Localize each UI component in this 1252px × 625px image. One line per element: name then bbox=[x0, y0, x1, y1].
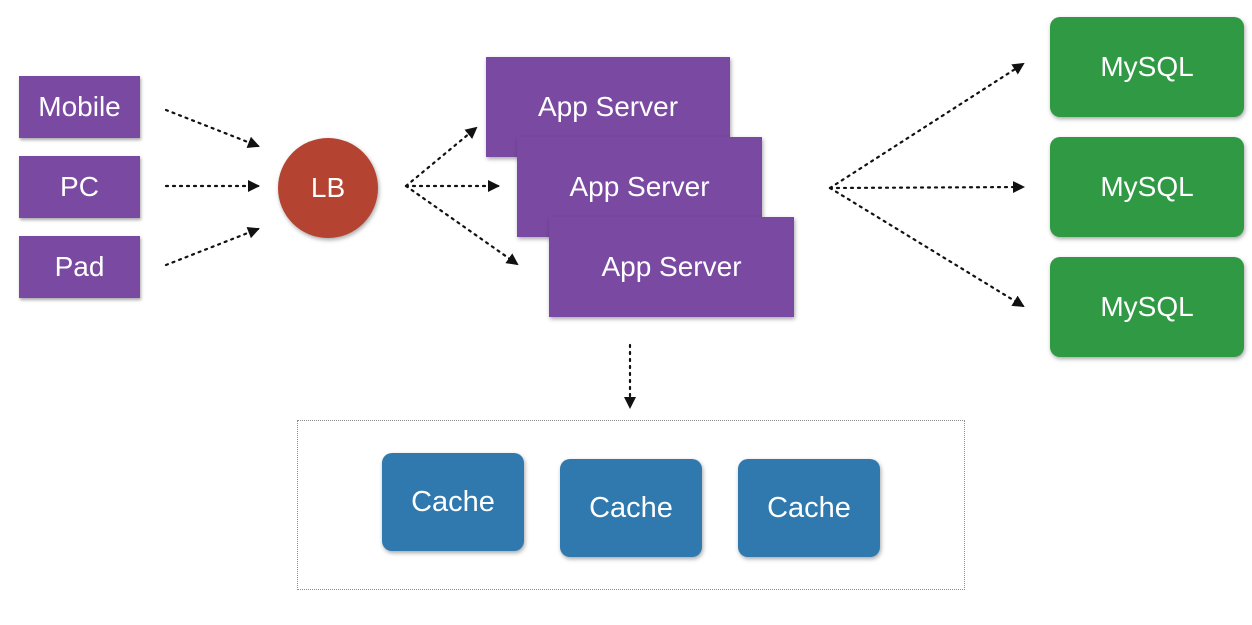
mysql-3: MySQL bbox=[1050, 257, 1244, 357]
load-balancer-label: LB bbox=[310, 172, 346, 203]
mysql-3-label: MySQL bbox=[1100, 291, 1194, 322]
load-balancer: LB bbox=[278, 138, 378, 238]
client-pad: Pad bbox=[19, 236, 140, 298]
arrow-lb-to-app-server-1 bbox=[404, 126, 478, 188]
mysql-1: MySQL bbox=[1050, 17, 1244, 117]
arrow-app-to-mysql-1 bbox=[828, 62, 1025, 190]
client-pc: PC bbox=[19, 156, 140, 218]
cache-2-label: Cache bbox=[589, 491, 673, 524]
mysql-2: MySQL bbox=[1050, 137, 1244, 237]
mysql-2-label: MySQL bbox=[1100, 171, 1194, 202]
client-mobile: Mobile bbox=[19, 76, 140, 138]
mysql-1-label: MySQL bbox=[1100, 51, 1194, 82]
arrow-app-to-mysql-2 bbox=[828, 181, 1025, 194]
app-server-3-label: App Server bbox=[601, 251, 742, 282]
arrow-mobile-to-lb bbox=[164, 108, 260, 148]
arrow-pad-to-lb bbox=[164, 227, 260, 267]
app-server-3: App Server bbox=[549, 217, 794, 317]
cache-1-label: Cache bbox=[411, 485, 495, 518]
cache-3-label: Cache bbox=[767, 491, 851, 524]
app-server-2-label: App Server bbox=[569, 171, 710, 202]
cache-3: Cache bbox=[738, 459, 880, 557]
cache-1: Cache bbox=[382, 453, 524, 551]
app-server-1-label: App Server bbox=[537, 91, 679, 122]
client-mobile-label: Mobile bbox=[38, 91, 121, 122]
client-pc-label: PC bbox=[60, 171, 99, 202]
cache-2: Cache bbox=[560, 459, 702, 557]
arrow-app-to-mysql-3 bbox=[828, 186, 1025, 308]
cache-cluster bbox=[297, 420, 965, 590]
client-pad-label: Pad bbox=[54, 251, 105, 282]
arrow-lb-to-app-server-3 bbox=[404, 184, 519, 266]
